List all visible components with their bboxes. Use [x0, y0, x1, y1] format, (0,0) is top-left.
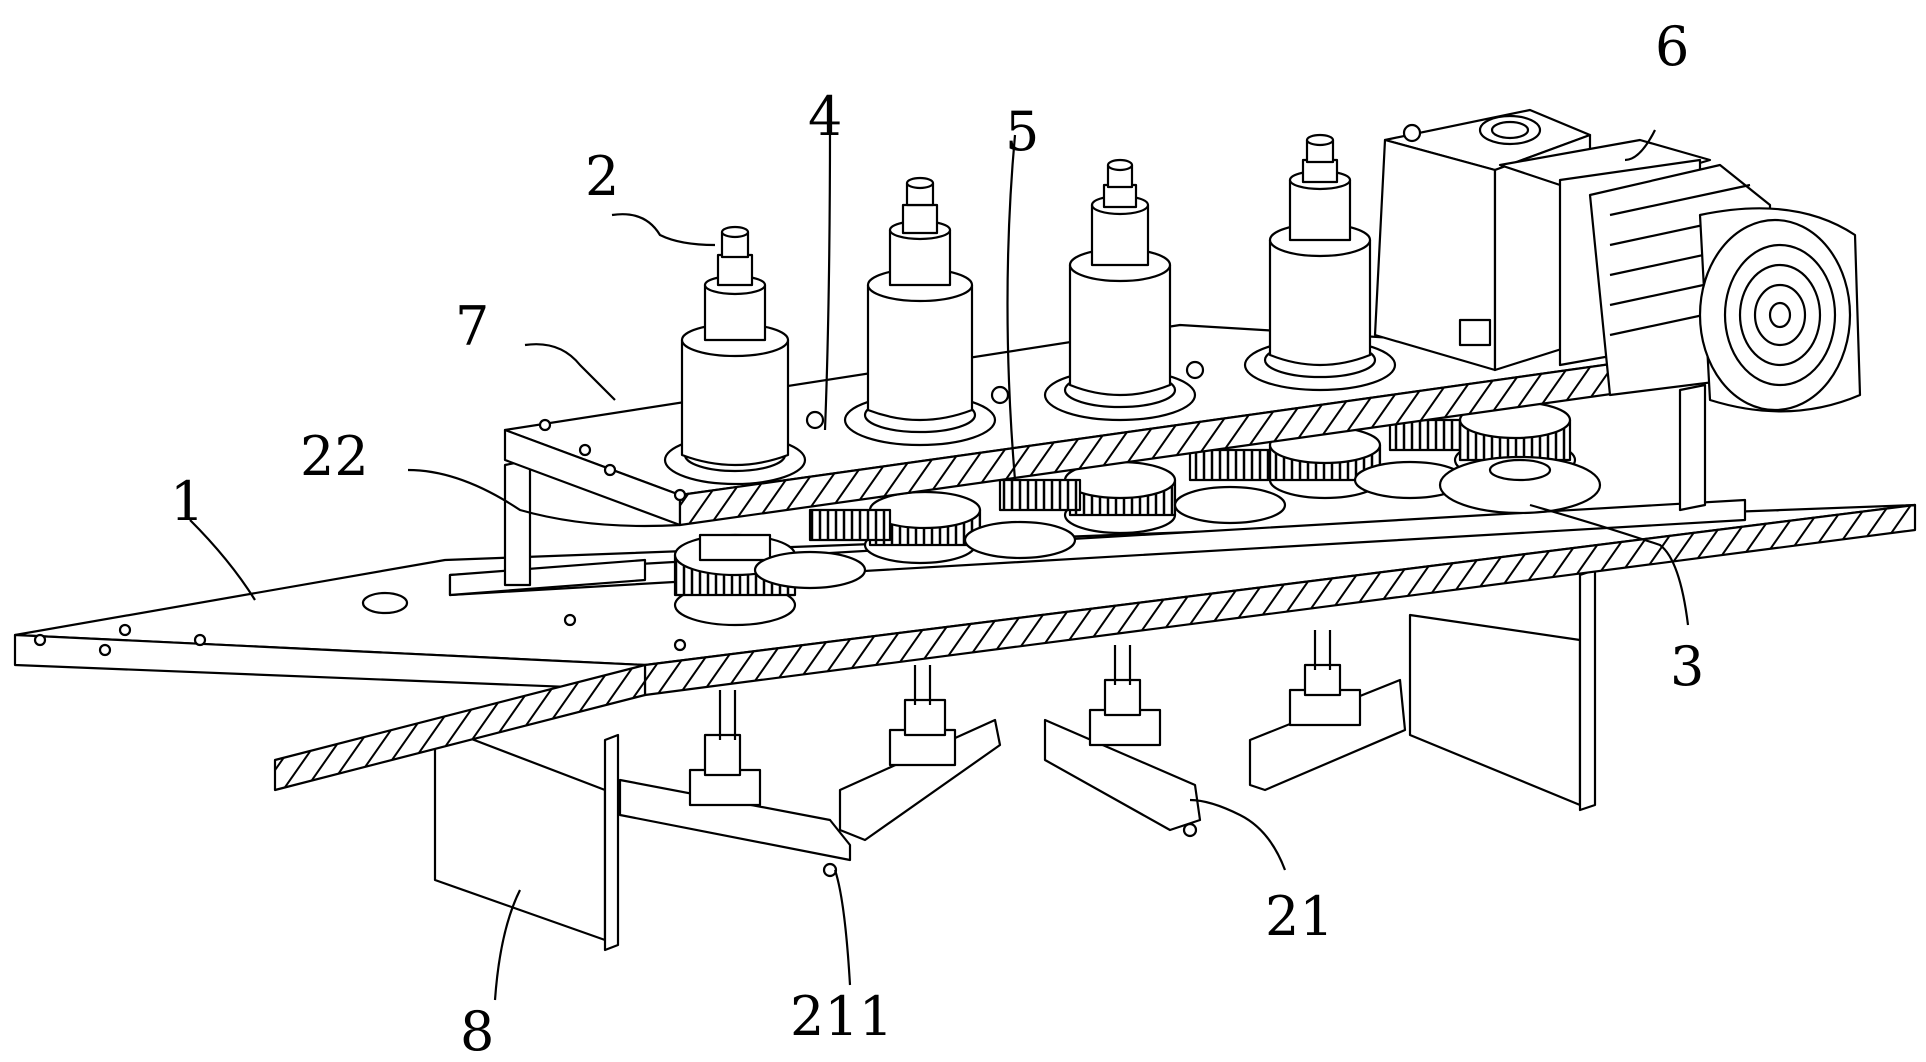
spindle-4	[1243, 133, 1397, 392]
support-leg-left	[433, 723, 620, 952]
support-leg-right	[1408, 568, 1597, 812]
gearbox	[1373, 108, 1592, 372]
leader-lines	[189, 124, 1690, 1001]
reference-labels: 1 2 3 4 5 6 7 8 21 22 211	[170, 15, 1704, 1062]
label-22: 22	[300, 425, 369, 488]
lower-bed-plate	[13, 503, 1917, 792]
clamp-assembly-2	[838, 665, 1002, 842]
label-5: 5	[1005, 100, 1039, 163]
clamp-assembly-3	[1043, 645, 1202, 838]
drive-gear-3	[1063, 460, 1177, 535]
label-2: 2	[585, 145, 619, 208]
motor	[1498, 138, 1862, 413]
label-8: 8	[460, 1000, 494, 1062]
label-1: 1	[170, 470, 204, 533]
clamp-assembly-1	[618, 690, 852, 878]
label-4: 4	[808, 85, 842, 148]
label-21: 21	[1265, 885, 1334, 948]
spindle-3	[1043, 158, 1197, 422]
label-6: 6	[1655, 15, 1689, 78]
gear-train	[673, 400, 1602, 627]
upper-frame-side-right	[1678, 383, 1707, 512]
spindle-2	[843, 176, 997, 447]
label-7: 7	[455, 295, 489, 358]
label-3: 3	[1670, 635, 1704, 698]
upper-frame-side-left	[503, 458, 532, 587]
label-211: 211	[790, 985, 893, 1048]
clamp-assembly-4	[1248, 630, 1407, 792]
spindle-1	[663, 225, 807, 486]
